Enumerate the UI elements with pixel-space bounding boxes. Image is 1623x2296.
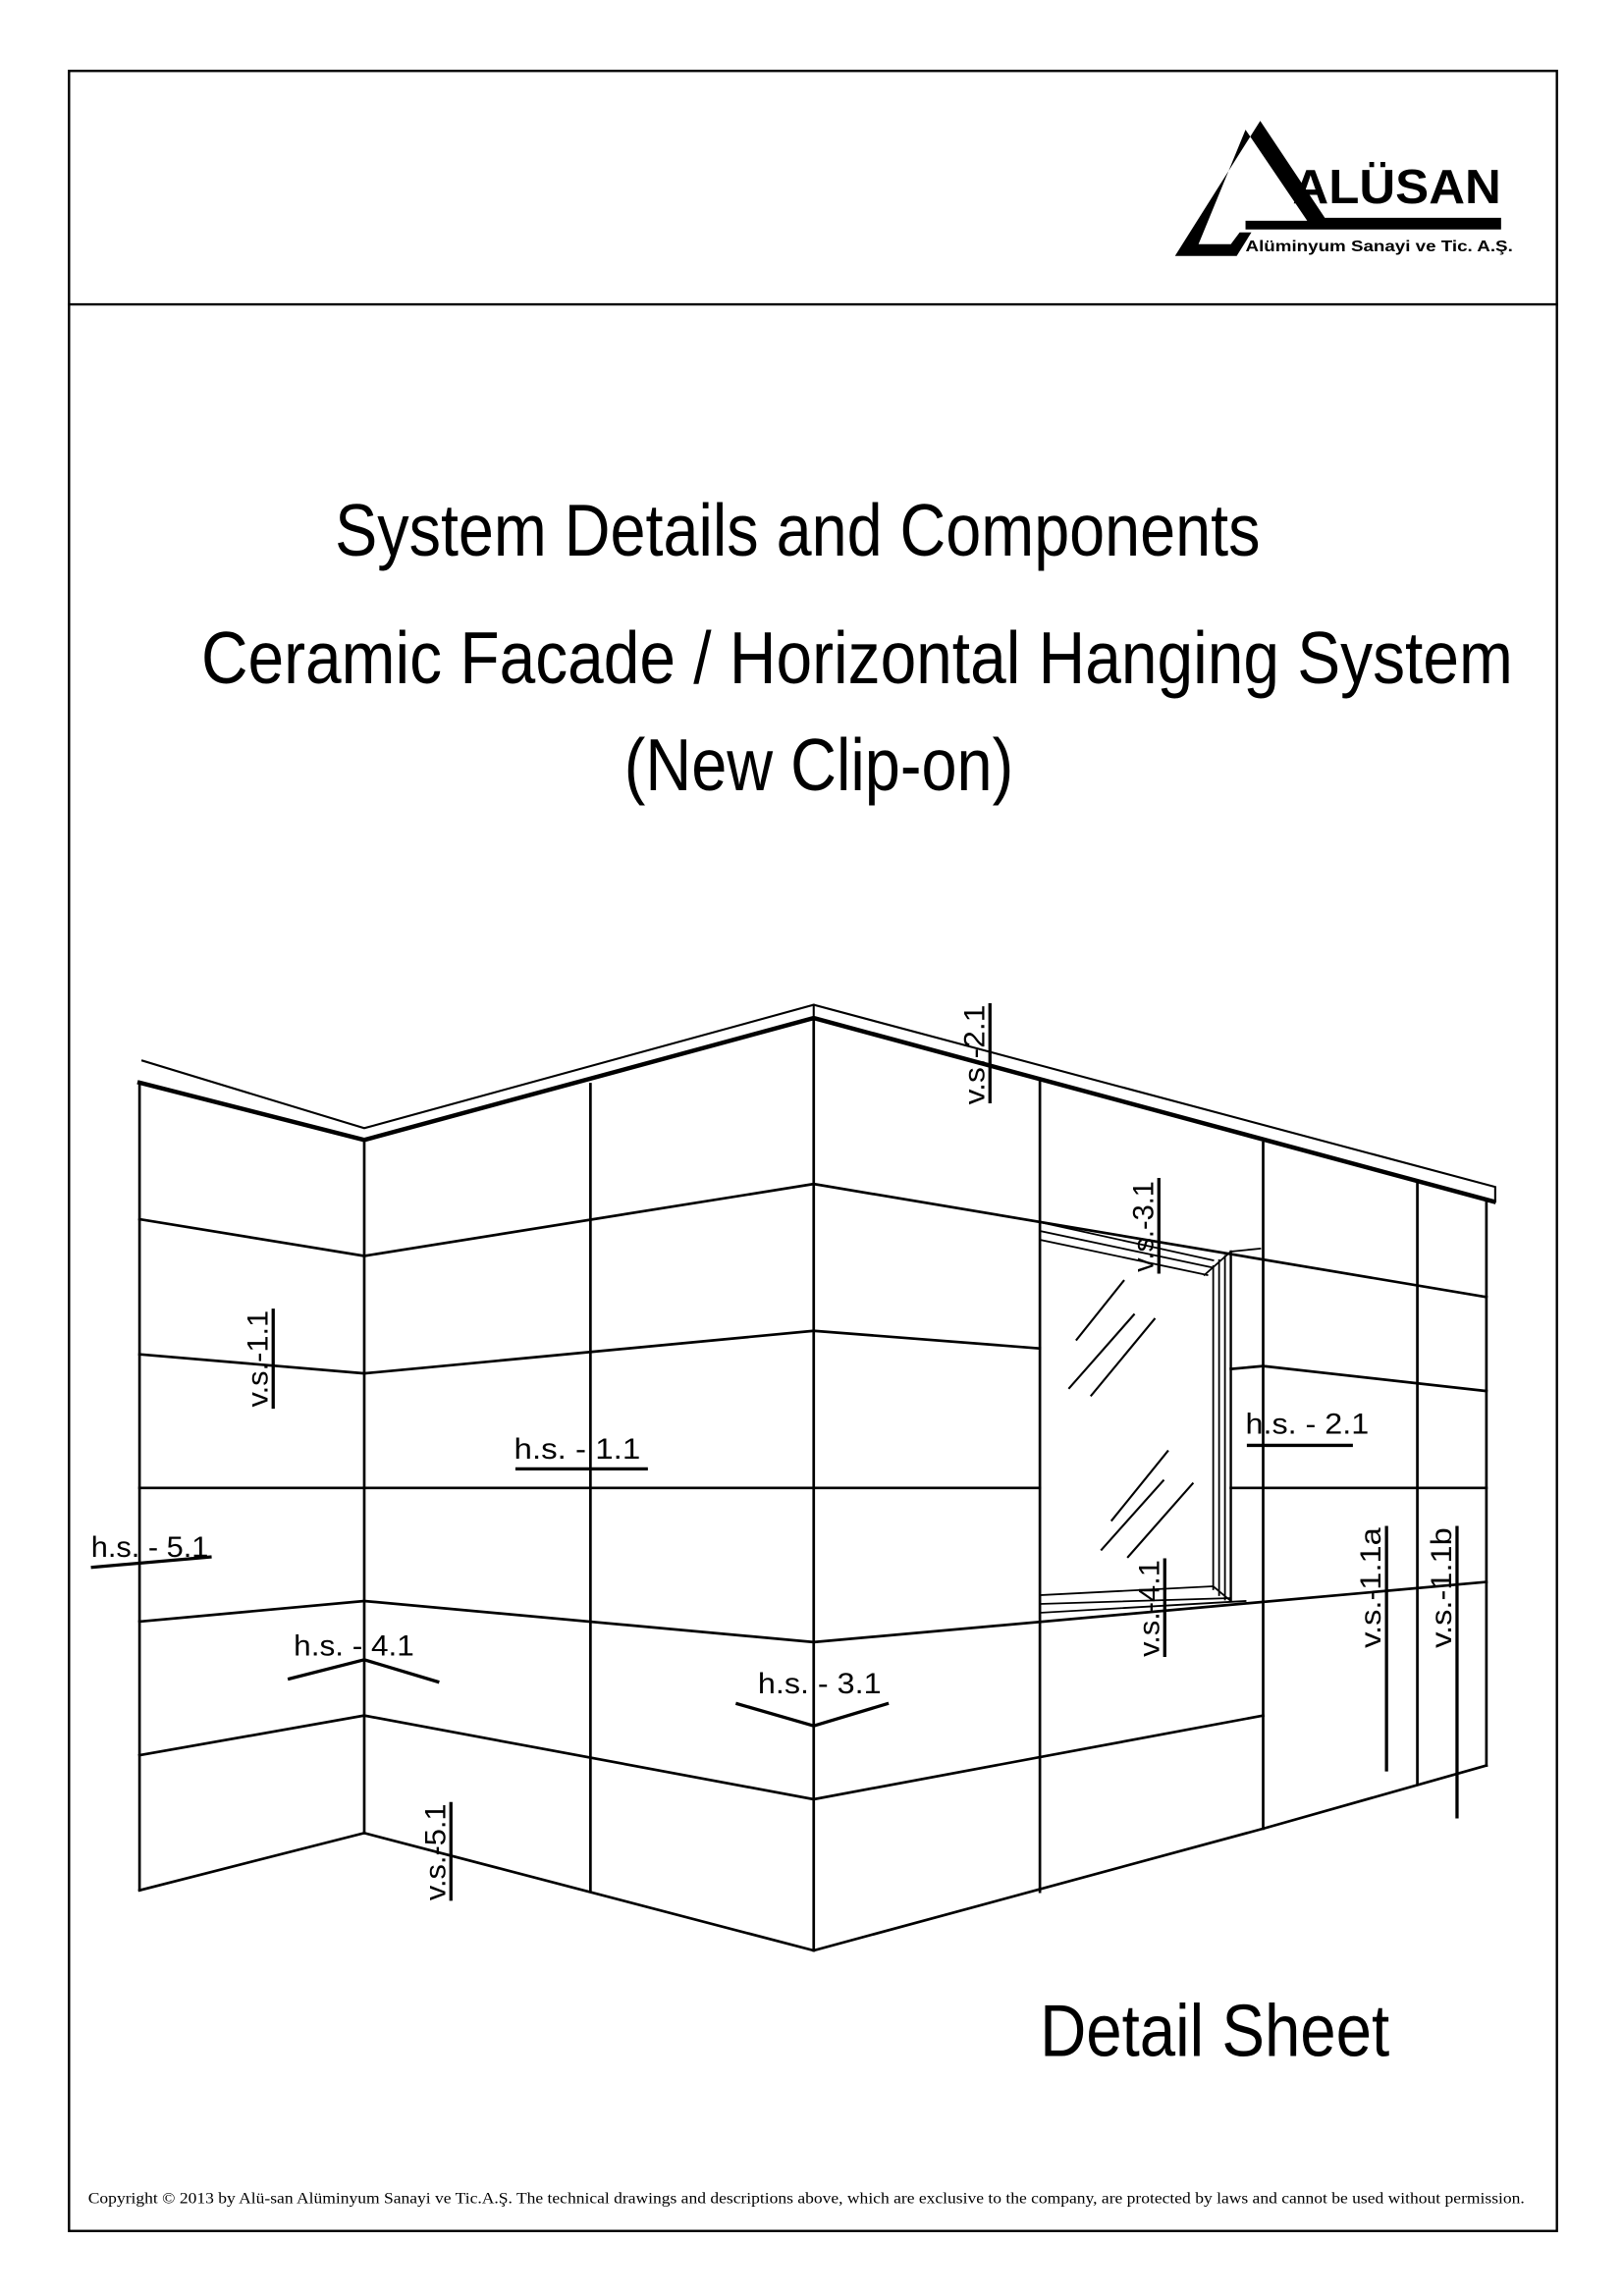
window-sill-line — [1039, 1597, 1232, 1605]
coping-bottom-line — [136, 1015, 1497, 1204]
window-sill-line — [1039, 1600, 1247, 1614]
label-hs-5-1: h.s. - 5.1 — [91, 1531, 209, 1564]
detail-sheet-label: Detail Sheet — [1040, 1990, 1389, 2072]
title-line-1: System Details and Components — [335, 489, 1260, 571]
window-sill-line — [1039, 1585, 1232, 1603]
label-vs-1-1a: v.s.-1.1a — [1355, 1527, 1387, 1648]
label-vs-1-1b: v.s.-1.1b — [1426, 1527, 1458, 1648]
window-head-line — [1039, 1229, 1215, 1269]
title-line-3: (New Clip-on) — [624, 723, 1013, 806]
label-vs-4-1: v.s.-4.1 — [1133, 1560, 1165, 1657]
window-head-line — [1039, 1238, 1209, 1276]
panel-joint-horizontal — [137, 1714, 1266, 1801]
window-head-line — [1039, 1220, 1215, 1262]
logo-brand: ALÜSAN — [1292, 160, 1500, 214]
logo-triangle-mark — [1174, 121, 1501, 256]
label-hs-2-1: h.s. - 2.1 — [1246, 1408, 1370, 1440]
glass-hatch-line — [1100, 1478, 1165, 1552]
coping-top-line — [140, 1003, 1496, 1203]
label-vs-2-1: v.s.-2.1 — [958, 1005, 991, 1105]
leader-hs-5-1 — [90, 1555, 212, 1570]
panel-joint-horizontal — [137, 1580, 1488, 1644]
alusan-logo: ALÜSAN Alüminyum Sanayi ve Tic. A.Ş. — [1174, 121, 1513, 256]
logo-tagline: Alüminyum Sanayi ve Tic. A.Ş. — [1246, 239, 1513, 255]
panel-joint-horizontal — [137, 1329, 1042, 1375]
window-corner-line — [1203, 1247, 1262, 1277]
glass-hatch-line — [1109, 1449, 1169, 1522]
label-vs-1-1: v.s.-1.1 — [242, 1310, 274, 1408]
label-vs-5-1: v.s.-5.1 — [419, 1803, 452, 1900]
title-line-2: Ceramic Facade / Horizontal Hanging Syst… — [201, 616, 1513, 699]
label-hs-4-1: h.s. - 4.1 — [294, 1629, 414, 1662]
glass-hatch-line — [1075, 1279, 1125, 1342]
label-hs-3-1: h.s. - 3.1 — [758, 1668, 882, 1700]
label-vs-3-1: v.s.-3.1 — [1127, 1181, 1160, 1272]
facade-base-line — [137, 1763, 1488, 1952]
panel-joint-horizontal — [1229, 1364, 1488, 1393]
leader-hs-4-1 — [287, 1658, 440, 1684]
facade-drawing — [90, 1003, 1497, 1952]
section-labels: v.s.-2.1 v.s.-3.1 v.s.-1.1 h.s. - 1.1 h.… — [91, 1005, 1458, 1901]
sheet-frame — [68, 70, 1558, 2232]
leader-hs-3-1 — [734, 1701, 890, 1728]
glass-hatch-line — [1089, 1317, 1157, 1398]
panel-joint-horizontal — [137, 1182, 1488, 1299]
copyright-notice: Copyright © 2013 by Alü-san Alüminyum Sa… — [88, 2190, 1525, 2207]
label-hs-1-1: h.s. - 1.1 — [514, 1433, 641, 1466]
glass-hatch-line — [1067, 1312, 1136, 1390]
glass-hatch-line — [1126, 1481, 1195, 1559]
